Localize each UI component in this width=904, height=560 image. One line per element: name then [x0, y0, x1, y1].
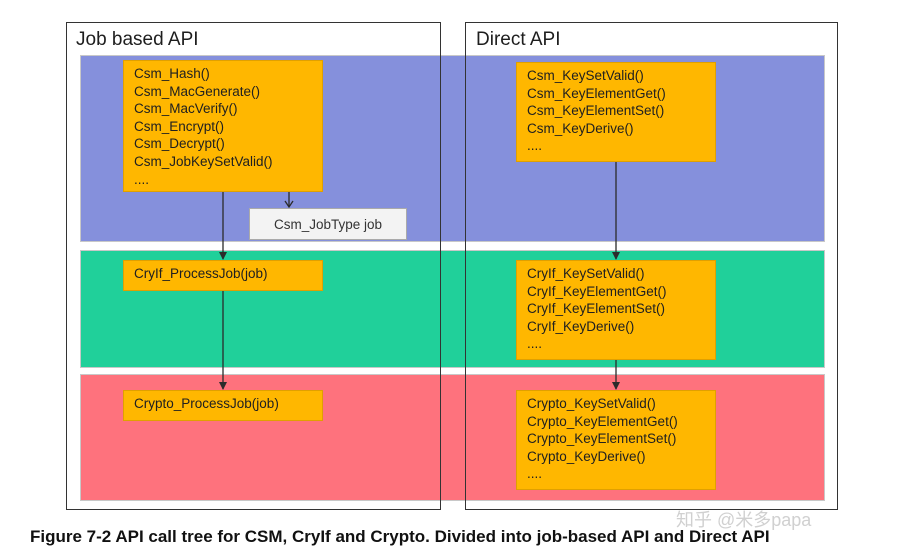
function-label: ....: [527, 138, 543, 154]
crypto-direct-functions-box: Crypto_KeySetValid() Crypto_KeyElementGe…: [516, 390, 716, 490]
function-label: Csm_Decrypt(): [134, 136, 225, 152]
function-label: Crypto_ProcessJob(job): [134, 396, 279, 411]
function-label: ....: [527, 336, 543, 352]
function-label: Crypto_KeySetValid(): [527, 396, 656, 411]
function-label: Csm_KeyElementGet(): [527, 85, 666, 101]
function-label: ....: [527, 466, 543, 482]
cryif-processjob-box: CryIf_ProcessJob(job): [123, 260, 323, 291]
csm-jobtype-box: Csm_JobType job: [249, 208, 407, 240]
function-label: CryIf_KeyElementGet(): [527, 283, 667, 299]
function-label: Crypto_KeyElementSet(): [527, 431, 677, 447]
function-label: Crypto_KeyElementGet(): [527, 413, 678, 429]
function-label: Csm_MacVerify(): [134, 101, 238, 117]
function-label: Crypto_KeyDerive(): [527, 448, 646, 464]
function-label: Csm_KeyElementSet(): [527, 103, 665, 119]
function-label: Csm_Hash(): [134, 66, 210, 81]
direct-api-panel: [465, 22, 838, 510]
function-label: Csm_MacGenerate(): [134, 83, 261, 99]
csm-job-functions-box: Csm_Hash() Csm_MacGenerate() Csm_MacVeri…: [123, 60, 323, 192]
watermark-text: 知乎 @米多papa: [676, 510, 812, 530]
job-based-api-title: Job based API: [76, 29, 199, 50]
function-label: CryIf_KeySetValid(): [527, 266, 645, 281]
direct-api-title: Direct API: [476, 29, 561, 50]
function-label: Csm_Encrypt(): [134, 118, 225, 134]
crypto-processjob-box: Crypto_ProcessJob(job): [123, 390, 323, 421]
jobtype-label: Csm_JobType job: [273, 216, 383, 232]
function-label: CryIf_KeyElementSet(): [527, 301, 666, 317]
job-based-api-panel: [66, 22, 441, 510]
function-label: Csm_JobKeySetValid(): [134, 153, 273, 169]
function-label: ....: [134, 171, 150, 187]
function-label: CryIf_ProcessJob(job): [134, 266, 268, 281]
figure-caption: Figure 7-2 API call tree for CSM, CryIf …: [30, 527, 770, 546]
function-label: Csm_KeyDerive(): [527, 120, 634, 136]
cryif-direct-functions-box: CryIf_KeySetValid() CryIf_KeyElementGet(…: [516, 260, 716, 360]
function-label: Csm_KeySetValid(): [527, 68, 644, 83]
csm-direct-functions-box: Csm_KeySetValid() Csm_KeyElementGet() Cs…: [516, 62, 716, 162]
function-label: CryIf_KeyDerive(): [527, 318, 635, 334]
